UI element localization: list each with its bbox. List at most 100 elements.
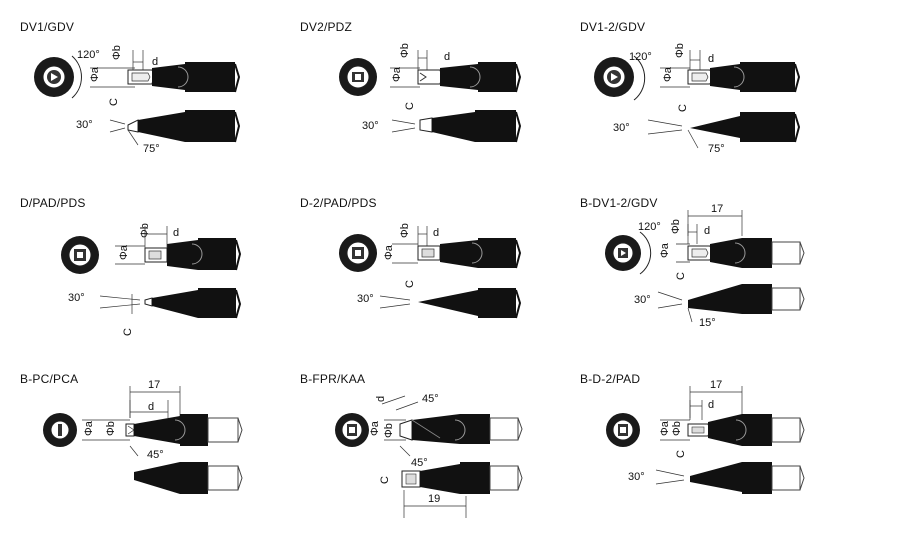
angle-label: 45° [422,393,439,405]
tip-drawing: Φa Φb d C 30° [339,43,522,143]
side-view-bottom [690,112,801,143]
side-view-bottom [127,110,241,143]
front-view [594,55,646,101]
tip-title: B-FPR/KAA [300,372,366,386]
side-view-top [82,414,243,446]
side-view-bottom [418,288,522,319]
front-view [61,236,99,274]
tip-drawing: Φa Φb d C 30° [339,223,522,319]
phi-b-label: Φb [674,43,686,58]
dimension-label: 17 [710,379,722,391]
c-label: C [122,328,134,336]
phi-b-label: Φb [383,423,395,438]
d-label: d [433,227,439,239]
tip-diagram-b-fpr-kaa: B-FPR/KAA d 45° Φa Φb 45° [300,372,580,542]
front-view [606,413,640,447]
tip-diagram-d-2-pad-pds: D-2/PAD/PDS Φa Φb d C [300,196,580,366]
phi-b-label: Φb [105,421,117,436]
tip-title: D/PAD/PDS [20,196,86,210]
side-view-top [390,62,522,93]
tip-title: DV1/GDV [20,20,75,34]
side-view-bottom [419,110,522,143]
side-view-bottom [144,288,242,319]
angle-label: 45° [147,449,164,461]
phi-b-label: Φb [671,421,683,436]
dimension-label: 19 [428,493,440,505]
c-label: C [677,104,689,112]
phi-b-label: Φb [399,223,411,238]
angle-label: 45° [411,457,428,469]
d-label: d [148,401,154,413]
front-view [339,58,377,96]
tip-drawing: Φa Φb d 30° C [61,223,242,336]
angle-label: 30° [628,471,645,483]
tip-title: DV2/PDZ [300,20,353,34]
c-label: C [379,476,391,484]
side-view-top [660,414,805,446]
angle-label: 30° [634,294,651,306]
tip-drawing: 120° Φa Φb d C 30° 75° [594,43,801,155]
d-label: d [152,56,158,68]
side-view-top [676,238,805,268]
d-label: d [173,227,179,239]
phi-b-label: Φb [111,45,123,60]
side-view-bottom [401,462,523,494]
side-view-top [115,238,242,271]
tip-drawing: 120° Φa Φb d C 30° 75° [34,45,241,155]
angle-label: 120° [77,49,100,61]
tip-diagram-d-pad-pds: D/PAD/PDS Φa Φb d [20,196,300,366]
tip-title: B-PC/PCA [20,372,79,386]
angle-label: 75° [708,143,725,155]
angle-label: 120° [638,221,661,233]
side-view-top [660,62,801,93]
angle-label: 120° [629,51,652,63]
c-label: C [675,272,687,280]
front-view [43,413,77,447]
c-label: C [675,450,687,458]
angle-label: 30° [68,292,85,304]
tip-diagram-dv1-2-gdv: DV1-2/GDV 120° Φa Φb d [580,20,860,190]
c-label: C [404,102,416,110]
angle-label: 75° [143,143,160,155]
tip-drawing: 17 d Φa Φb 45° [43,379,243,494]
angle-label: 30° [613,122,630,134]
phi-a-label: Φa [89,66,101,82]
front-view [605,231,652,275]
side-view-bottom [688,284,805,314]
c-label: C [108,98,120,106]
side-view-top [384,414,523,444]
d-label: d [708,399,714,411]
phi-a-label: Φa [118,244,130,260]
tip-diagram-b-pc-pca: B-PC/PCA 17 d Φa Φb 45° [20,372,300,542]
front-view [34,55,82,99]
phi-b-label: Φb [670,219,682,234]
side-view-top [90,62,241,93]
phi-a-label: Φa [659,242,671,258]
phi-a-label: Φa [662,66,674,82]
angle-label: 30° [357,293,374,305]
tip-drawing: 120° 17 Φa Φb d C 30° [605,203,805,329]
tip-diagram-b-d-2-pad: B-D-2/PAD 17 Φa Φb d [580,372,860,542]
d-label: d [444,51,450,63]
front-view [339,234,377,272]
c-label: C [404,280,416,288]
angle-label: 30° [362,120,379,132]
tip-drawing: 17 Φa Φb d C 30° [606,379,805,494]
dimension-label: 17 [148,379,160,391]
d-label: d [708,53,714,65]
phi-a-label: Φa [391,66,403,82]
phi-a-label: Φa [383,244,395,260]
phi-b-label: Φb [399,43,411,58]
dimension-label: 17 [711,203,723,215]
angle-label: 30° [76,119,93,131]
side-view-top [392,238,522,269]
phi-a-label: Φa [659,420,671,436]
side-view-bottom [690,462,805,494]
phi-a-label: Φa [83,420,95,436]
angle-label: 15° [699,317,716,329]
side-view-bottom [134,462,243,494]
d-label: d [375,396,387,402]
tip-drawing: d 45° Φa Φb 45° C 19 [335,393,523,518]
tip-title: D-2/PAD/PDS [300,196,377,210]
tip-title: B-DV1-2/GDV [580,196,658,210]
